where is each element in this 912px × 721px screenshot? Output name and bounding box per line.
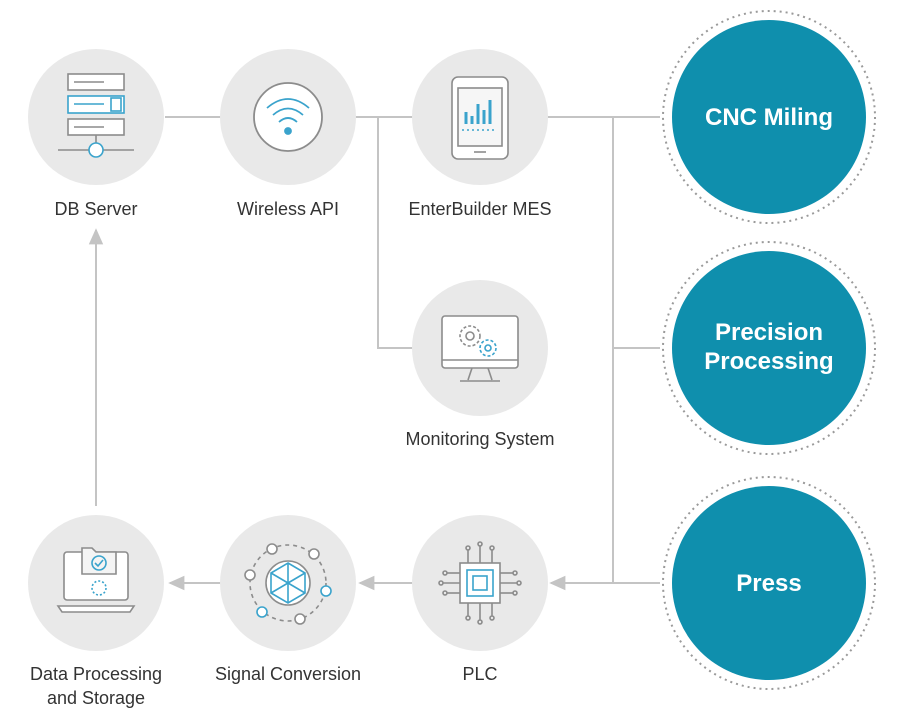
node-signal-conversion-label: Signal Conversion [215, 664, 361, 684]
node-signal-conversion: Signal Conversion [215, 515, 361, 684]
connector-to-monitoring [377, 117, 413, 349]
machine-cnc-label: CNC Miling [705, 104, 833, 131]
node-db-server: DB Server [28, 49, 164, 219]
node-plc: PLC [412, 515, 548, 684]
node-monitoring-system: Monitoring System [405, 280, 555, 449]
node-db-server-label: DB Server [54, 199, 137, 219]
node-db-server-circle [28, 49, 164, 185]
chip-icon [438, 541, 522, 625]
node-enterbuilder-mes: EnterBuilder MES [408, 49, 552, 219]
machine-press: Press [662, 476, 876, 690]
machine-precision-processing: Precision Processing [662, 241, 876, 455]
tablet-chart-icon [451, 76, 509, 160]
server-rack-icon [58, 73, 134, 158]
node-data-processing-label-line2: and Storage [47, 688, 145, 708]
machine-cnc-circle [672, 20, 866, 214]
node-plc-label: PLC [462, 664, 497, 684]
machine-precision-label-line2: Processing [704, 348, 833, 375]
connectors [88, 116, 660, 591]
machine-precision-label-line1: Precision [715, 319, 823, 346]
node-monitoring-system-label: Monitoring System [405, 429, 554, 449]
node-data-processing-label-line1: Data Processing [30, 664, 162, 684]
wifi-icon [253, 82, 323, 152]
machine-cnc-ring [662, 10, 876, 224]
machine-cnc-miling: CNC Miling [662, 10, 876, 224]
machine-press-ring [662, 476, 876, 690]
cycle-hexagon-icon [244, 543, 332, 625]
machine-precision-circle [672, 251, 866, 445]
node-wireless-api-label: Wireless API [237, 199, 339, 219]
node-enterbuilder-mes-label: EnterBuilder MES [408, 199, 551, 219]
machine-press-label: Press [736, 570, 801, 597]
machine-press-circle [672, 486, 866, 680]
node-data-processing: Data Processing and Storage [28, 515, 164, 708]
node-wireless-api: Wireless API [220, 49, 356, 219]
machine-precision-ring [662, 241, 876, 455]
laptop-folder-icon [56, 547, 136, 613]
monitor-gears-icon [441, 315, 519, 382]
